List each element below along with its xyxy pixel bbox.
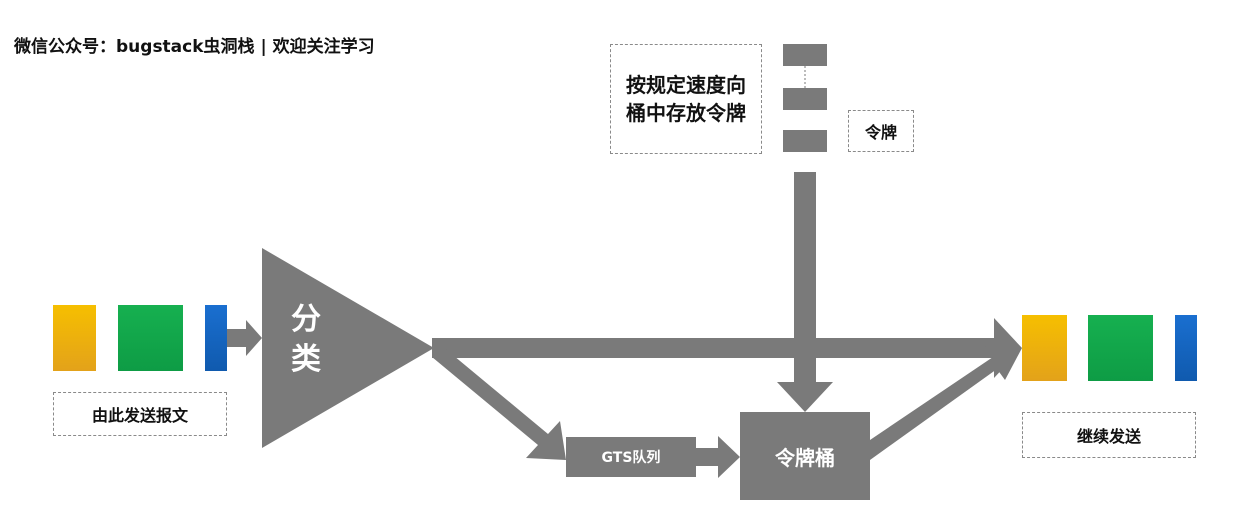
packet-blue — [205, 305, 227, 371]
page-header: 微信公众号：bugstack虫洞栈 | 欢迎关注学习 — [14, 37, 375, 57]
classifier-label: 分类 — [291, 302, 321, 377]
destination-label: 继续发送 — [1076, 427, 1141, 446]
main-arrow — [432, 318, 1022, 378]
packet-green — [118, 305, 183, 371]
token-block — [783, 130, 827, 152]
source-label: 由此发送报文 — [91, 406, 188, 425]
token-block — [783, 44, 827, 66]
token-label-box: 令牌 — [848, 110, 914, 152]
rate-description-box: 按规定速度向 桶中存放令牌 — [610, 44, 762, 154]
packet-green — [1088, 315, 1153, 381]
token-block — [783, 88, 827, 110]
rate-text-line2: 桶中存放令牌 — [626, 101, 746, 125]
packet-yellow — [53, 305, 96, 371]
classifier-triangle — [262, 248, 434, 448]
token-arrow — [777, 172, 833, 412]
destination-label-box: 继续发送 — [1022, 412, 1196, 458]
gts-queue-box — [566, 437, 696, 477]
source-label-box: 由此发送报文 — [53, 392, 227, 436]
token-bucket-label: 令牌桶 — [775, 445, 835, 470]
packet-blue — [1175, 315, 1197, 381]
gts-queue-label: GTS队列 — [601, 450, 661, 466]
queue-arrow — [432, 346, 566, 460]
rate-text-line1: 按规定速度向 — [626, 73, 746, 97]
queue-to-bucket-arrow — [696, 436, 740, 478]
input-arrow — [227, 320, 262, 356]
bucket-output-arrow — [870, 346, 1022, 460]
token-bucket-box — [740, 412, 870, 500]
packet-yellow — [1022, 315, 1067, 381]
token-label: 令牌 — [864, 123, 897, 142]
